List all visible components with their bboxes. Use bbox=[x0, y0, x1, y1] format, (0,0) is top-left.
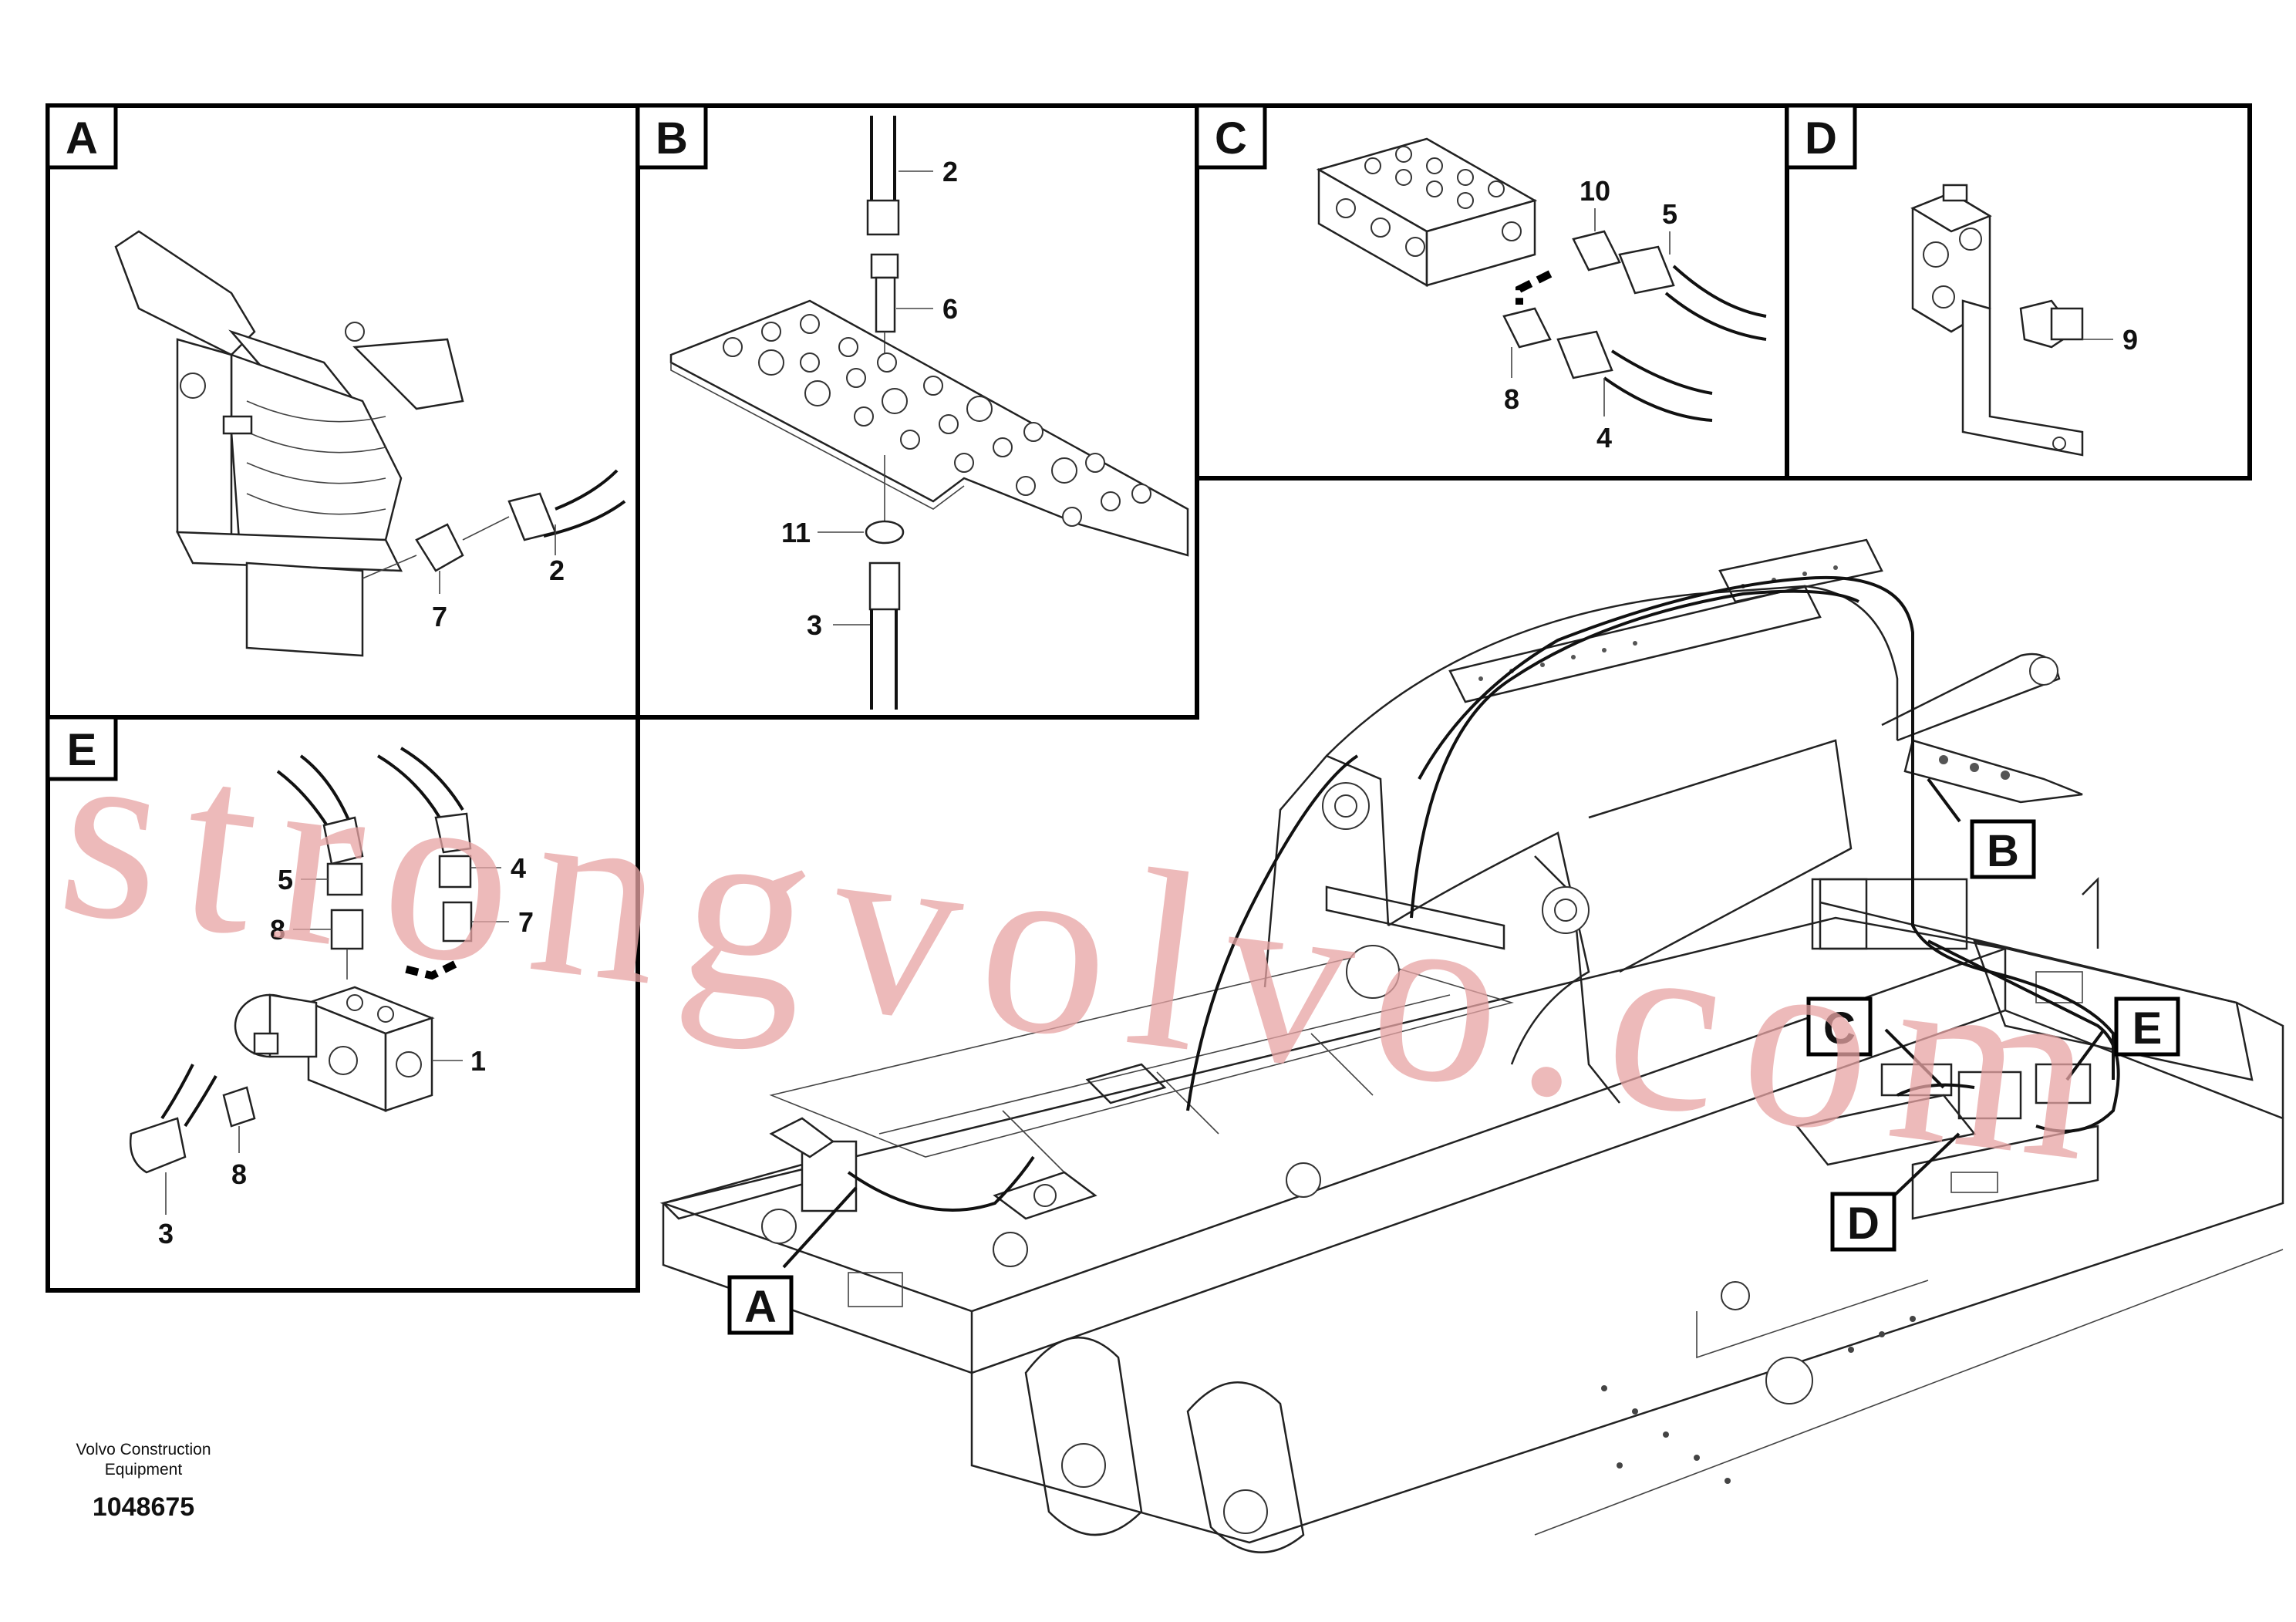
svg-text:5: 5 bbox=[1662, 198, 1677, 230]
company-name-line2: Equipment bbox=[105, 1461, 183, 1479]
svg-text:1: 1 bbox=[470, 1045, 486, 1077]
svg-text:5: 5 bbox=[278, 864, 293, 895]
drawing-number: 1048675 bbox=[93, 1492, 194, 1522]
panel-E: E 5 4 8 bbox=[46, 715, 640, 1293]
svg-text:2: 2 bbox=[942, 156, 958, 187]
callout-C: C bbox=[1806, 996, 1873, 1057]
svg-text:E: E bbox=[67, 725, 97, 775]
svg-text:C: C bbox=[1823, 1003, 1856, 1054]
svg-text:C: C bbox=[1215, 113, 1247, 164]
svg-text:8: 8 bbox=[1504, 383, 1519, 415]
svg-text:11: 11 bbox=[781, 517, 811, 548]
callout-E: E bbox=[2114, 996, 2180, 1057]
svg-text:9: 9 bbox=[2122, 324, 2138, 356]
callout-A: A bbox=[727, 1275, 794, 1335]
company-name-line1: Volvo Construction bbox=[76, 1441, 211, 1458]
panel-A: A 2 7 bbox=[46, 103, 640, 720]
panel-B: B 2 6 11 3 bbox=[636, 103, 1199, 720]
callout-leaders bbox=[782, 777, 2106, 1269]
svg-text:8: 8 bbox=[270, 914, 285, 946]
svg-text:4: 4 bbox=[511, 852, 526, 884]
callout-D: D bbox=[1830, 1192, 1896, 1252]
watermark-text: strongvolvo.com bbox=[47, 686, 2131, 1217]
svg-text:A: A bbox=[66, 113, 98, 164]
footer-info: Volvo Construction Equipment 1048675 bbox=[76, 1441, 211, 1522]
svg-text:2: 2 bbox=[549, 555, 565, 586]
svg-text:D: D bbox=[1847, 1199, 1880, 1249]
svg-text:8: 8 bbox=[231, 1158, 247, 1190]
svg-text:3: 3 bbox=[158, 1218, 174, 1249]
svg-text:7: 7 bbox=[432, 601, 447, 632]
svg-text:B: B bbox=[656, 113, 688, 164]
svg-text:3: 3 bbox=[807, 609, 822, 641]
svg-text:4: 4 bbox=[1596, 422, 1612, 454]
svg-text:E: E bbox=[2132, 1003, 2163, 1054]
svg-text:B: B bbox=[1987, 826, 2019, 876]
machine-frame-drawing bbox=[659, 538, 2284, 1553]
svg-text:A: A bbox=[744, 1282, 777, 1332]
svg-text:7: 7 bbox=[518, 906, 534, 938]
svg-text:6: 6 bbox=[942, 293, 958, 325]
svg-text:D: D bbox=[1805, 113, 1837, 164]
svg-text:10: 10 bbox=[1580, 175, 1610, 207]
panel-C: C 10 5 8 4 bbox=[1195, 103, 1789, 481]
panel-D: D 9 bbox=[1785, 103, 2252, 481]
callout-B: B bbox=[1970, 819, 2036, 879]
